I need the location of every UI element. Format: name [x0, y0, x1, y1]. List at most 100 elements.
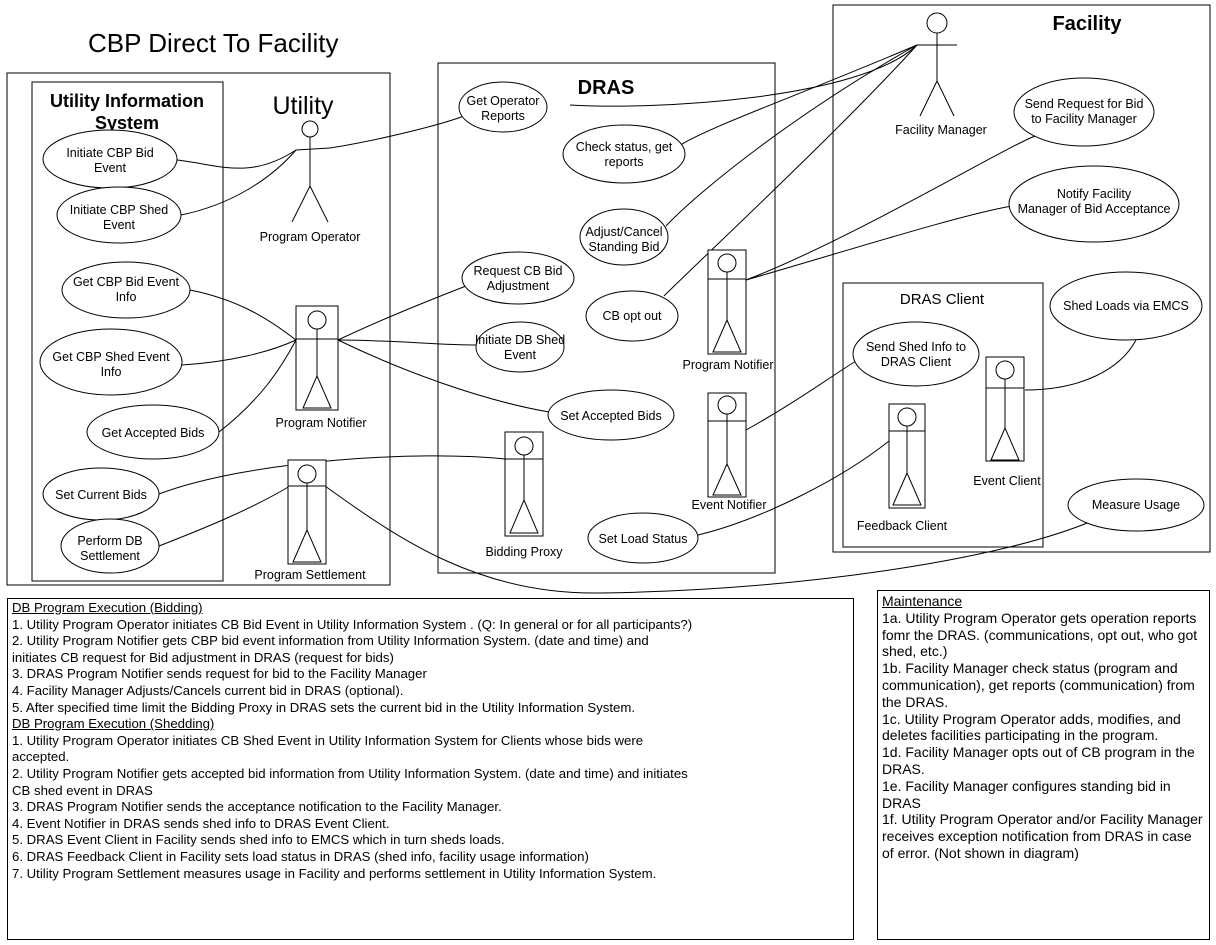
notes-line: 3. DRAS Program Notifier sends request f…: [12, 666, 427, 682]
uc-label: Event: [504, 348, 536, 362]
uc-label: Info: [116, 290, 137, 304]
uc-label: Event: [103, 218, 135, 232]
uc-label: Measure Usage: [1092, 498, 1180, 512]
notes-line: initiates CB request for Bid adjustment …: [12, 649, 394, 665]
uc-label: reports: [605, 155, 644, 169]
actor-label-program-operator: Program Operator: [260, 230, 361, 244]
use-case-diagram: CBP Direct To Facility Utility Informati…: [6, 4, 1211, 594]
uc-send-shed-info[interactable]: [852, 321, 980, 387]
uc-get-cbp-bid-event-info[interactable]: [61, 261, 191, 319]
execution-notes-box: DB Program Execution (Bidding) 1. Utilit…: [7, 598, 854, 940]
uc-label: Send Request for Bid: [1025, 97, 1144, 111]
program-operator-actor: [291, 120, 331, 223]
facility-box: [832, 4, 1211, 553]
notes-line: 2. Utility Program Notifier gets CBP bid…: [12, 633, 649, 649]
notes-line: accepted.: [12, 749, 70, 765]
uc-label: Manager of Bid Acceptance: [1018, 202, 1171, 216]
uc-label: Set Current Bids: [55, 488, 147, 502]
uc-label: Check status, get: [576, 140, 673, 154]
uc-label: to Facility Manager: [1031, 112, 1137, 126]
dras-box: [437, 62, 776, 574]
uc-label: Shed Loads via EMCS: [1063, 299, 1189, 313]
notes-line: 6. DRAS Feedback Client in Facility sets…: [12, 848, 589, 864]
maintenance-item: 1b. Facility Manager check status (progr…: [882, 660, 1195, 710]
uc-label: Set Accepted Bids: [560, 409, 661, 423]
uc-label: Standing Bid: [589, 240, 660, 254]
notes-line: 4. Event Notifier in DRAS sends shed inf…: [12, 815, 390, 831]
event-client-actor: [985, 356, 1025, 462]
uc-label: Info: [101, 365, 122, 379]
uc-label: Reports: [481, 109, 525, 123]
diagram-title: CBP Direct To Facility: [88, 28, 338, 58]
actor-label-feedback-client: Feedback Client: [857, 519, 948, 533]
utility-title: Utility: [272, 92, 334, 120]
uc-label: Send Shed Info to: [866, 340, 966, 354]
facility-title: Facility: [1053, 13, 1123, 35]
utility-outer-box: [6, 72, 391, 586]
uc-perform-db-settlement[interactable]: [60, 518, 160, 574]
utility-program-notifier-actor: [295, 305, 339, 411]
uc-request-cb-bid-adjustment[interactable]: [461, 251, 575, 305]
uc-get-cbp-shed-event-info[interactable]: [39, 328, 183, 396]
uc-label: Adjustment: [487, 279, 550, 293]
dras-program-notifier-actor: [707, 249, 747, 355]
facility-manager-actor: [917, 12, 957, 117]
notes-line: 1. Utility Program Operator initiates CB…: [12, 616, 693, 632]
uc-initiate-cbp-shed-event[interactable]: [56, 186, 182, 244]
dras-title: DRAS: [578, 77, 635, 99]
uc-label: Get Operator: [467, 94, 540, 108]
uc-initiate-db-shed-event[interactable]: [475, 321, 565, 373]
uc-notify-acceptance[interactable]: [1008, 165, 1180, 243]
uc-label: Get Accepted Bids: [102, 426, 205, 440]
actor-label-bidding-proxy: Bidding Proxy: [485, 545, 563, 559]
uc-adjust-cancel-standing-bid[interactable]: [579, 208, 669, 266]
maintenance-item: 1a. Utility Program Operator gets operat…: [882, 609, 1198, 660]
uc-label: Notify Facility: [1057, 187, 1132, 201]
notes-line: 1. Utility Program Operator initiates CB…: [12, 732, 644, 748]
notes-line: 5. After specified time limit the Biddin…: [12, 699, 635, 715]
maintenance-item: 1f. Utility Program Operator and/or Faci…: [882, 811, 1203, 861]
actor-label-program-notifier: Program Notifier: [276, 416, 367, 430]
uc-label: Settlement: [80, 549, 140, 563]
uc-check-status-get-reports[interactable]: [562, 124, 686, 184]
uc-measure-usage[interactable]: [1067, 478, 1205, 532]
notes-line: 5. DRAS Event Client in Facility sends s…: [12, 832, 505, 848]
uc-label: Perform DB: [77, 534, 142, 548]
uc-label: Initiate CBP Bid: [66, 146, 153, 160]
maintenance-item: 1e. Facility Manager configures standing…: [882, 777, 1171, 811]
maintenance-item: 1c. Utility Program Operator adds, modif…: [882, 710, 1181, 744]
actor-label-facility-manager: Facility Manager: [895, 123, 987, 137]
actor-label-event-notifier: Event Notifier: [691, 498, 766, 512]
uc-label: Initiate DB Shed: [475, 333, 565, 347]
notes-line: 7. Utility Program Settlement measures u…: [12, 865, 657, 881]
maintenance-notes-box: Maintenance 1a. Utility Program Operator…: [877, 590, 1210, 940]
uc-label: Adjust/Cancel: [585, 225, 662, 239]
uc-get-operator-reports[interactable]: [458, 81, 548, 133]
uis-title-line1: Utility Information: [50, 91, 204, 111]
maintenance-heading: Maintenance: [882, 593, 963, 609]
uc-get-accepted-bids[interactable]: [86, 404, 220, 460]
program-settlement-actor: [287, 459, 327, 565]
uc-label: Initiate CBP Shed: [70, 203, 168, 217]
notes-line: 4. Facility Manager Adjusts/Cancels curr…: [12, 682, 404, 698]
actor-label-event-client: Event Client: [973, 474, 1041, 488]
notes-heading-shedding: DB Program Execution (Shedding): [12, 716, 215, 732]
uc-send-request-for-bid[interactable]: [1013, 77, 1155, 147]
notes-line: CB shed event in DRAS: [12, 782, 153, 798]
notes-line: 2. Utility Program Notifier gets accepte…: [12, 765, 688, 781]
uc-set-accepted-bids[interactable]: [547, 389, 675, 441]
uc-shed-loads-via-emcs[interactable]: [1049, 271, 1203, 341]
actor-label-dras-program-notifier: Program Notifier: [683, 358, 774, 372]
notes-line: 3. DRAS Program Notifier sends the accep…: [12, 799, 502, 815]
uc-label: DRAS Client: [881, 355, 952, 369]
uc-cb-opt-out[interactable]: [585, 290, 679, 342]
bidding-proxy-actor: [504, 431, 544, 537]
uc-label: Set Load Status: [599, 532, 688, 546]
uis-box: [31, 81, 224, 582]
event-notifier-actor: [707, 392, 747, 498]
uc-label: Event: [94, 161, 126, 175]
feedback-client-actor: [888, 403, 926, 509]
uc-label: CB opt out: [602, 309, 662, 323]
uc-set-load-status[interactable]: [587, 512, 699, 564]
dras-client-box: [842, 282, 1044, 548]
